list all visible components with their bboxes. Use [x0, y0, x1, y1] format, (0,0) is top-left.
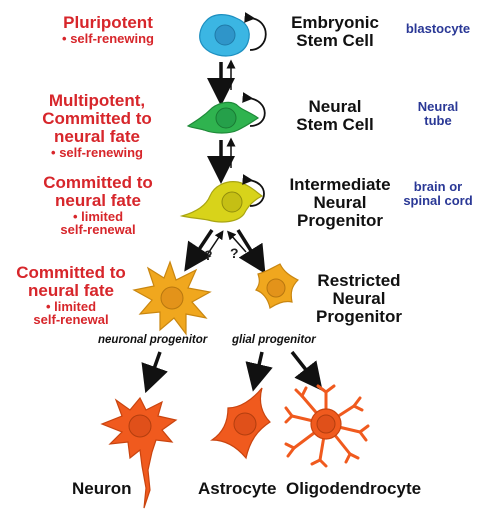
oligodendrocyte-cell	[284, 384, 370, 468]
label-neuronal-progenitor: neuronal progenitor	[98, 334, 208, 346]
astrocyte-cell	[210, 387, 271, 460]
potency-committed-restricted: Committed to neural fate limited self-re…	[2, 264, 140, 327]
self-renew-arrow-3	[242, 174, 265, 207]
intermediate-neural-progenitor	[179, 181, 264, 223]
cell-name-restricted-neural-progenitor: Restricted Neural Progenitor	[316, 271, 402, 326]
location-neural-tube: Neural tube	[417, 99, 459, 128]
neural-stem-cell	[186, 101, 260, 134]
label-astrocyte: Astrocyte	[198, 479, 277, 498]
question-mark-right: ?	[230, 245, 239, 261]
potency-multipotent: Multipotent, Committed to neural fate se…	[22, 92, 172, 159]
neuron-cell	[100, 396, 178, 509]
cell-name-intermediate-neural-progenitor: Intermediate Neural Progenitor	[289, 175, 391, 230]
label-neuron: Neuron	[72, 479, 132, 498]
arrow-branch-right-back	[227, 230, 247, 253]
cell-name-neural-stem-cell: Neural Stem Cell	[296, 97, 374, 134]
arrow-to-astrocyte	[245, 351, 273, 392]
arrow-branch-right	[236, 229, 266, 274]
potency-pluripotent: Pluripotent self-renewing	[48, 14, 168, 45]
question-mark-left: ?	[204, 247, 213, 263]
potency-committed-intermediate: Committed to neural fate limited self-re…	[28, 174, 168, 237]
glial-progenitor-cell	[255, 263, 300, 309]
self-renew-arrow-1	[244, 12, 267, 51]
location-brain-or-spinal-cord: brain or spinal cord	[403, 179, 473, 208]
location-blastocyte: blastocyte	[405, 21, 471, 36]
arrow-to-neuron	[141, 351, 168, 394]
label-glial-progenitor: glial progenitor	[232, 334, 316, 346]
arrow-branch-left	[184, 229, 214, 272]
cell-name-embryonic-stem-cell: Embryonic Stem Cell	[291, 13, 379, 50]
oligodendrocyte-body	[310, 408, 342, 440]
label-oligodendrocyte: Oligodendrocyte	[286, 479, 422, 498]
self-renew-arrow-2	[242, 92, 266, 127]
arrow-to-oligodendrocyte	[290, 350, 323, 392]
arrow-branch-left-back	[204, 230, 224, 259]
embryonic-stem-cell	[199, 14, 250, 57]
neuronal-progenitor-cell	[132, 260, 212, 336]
